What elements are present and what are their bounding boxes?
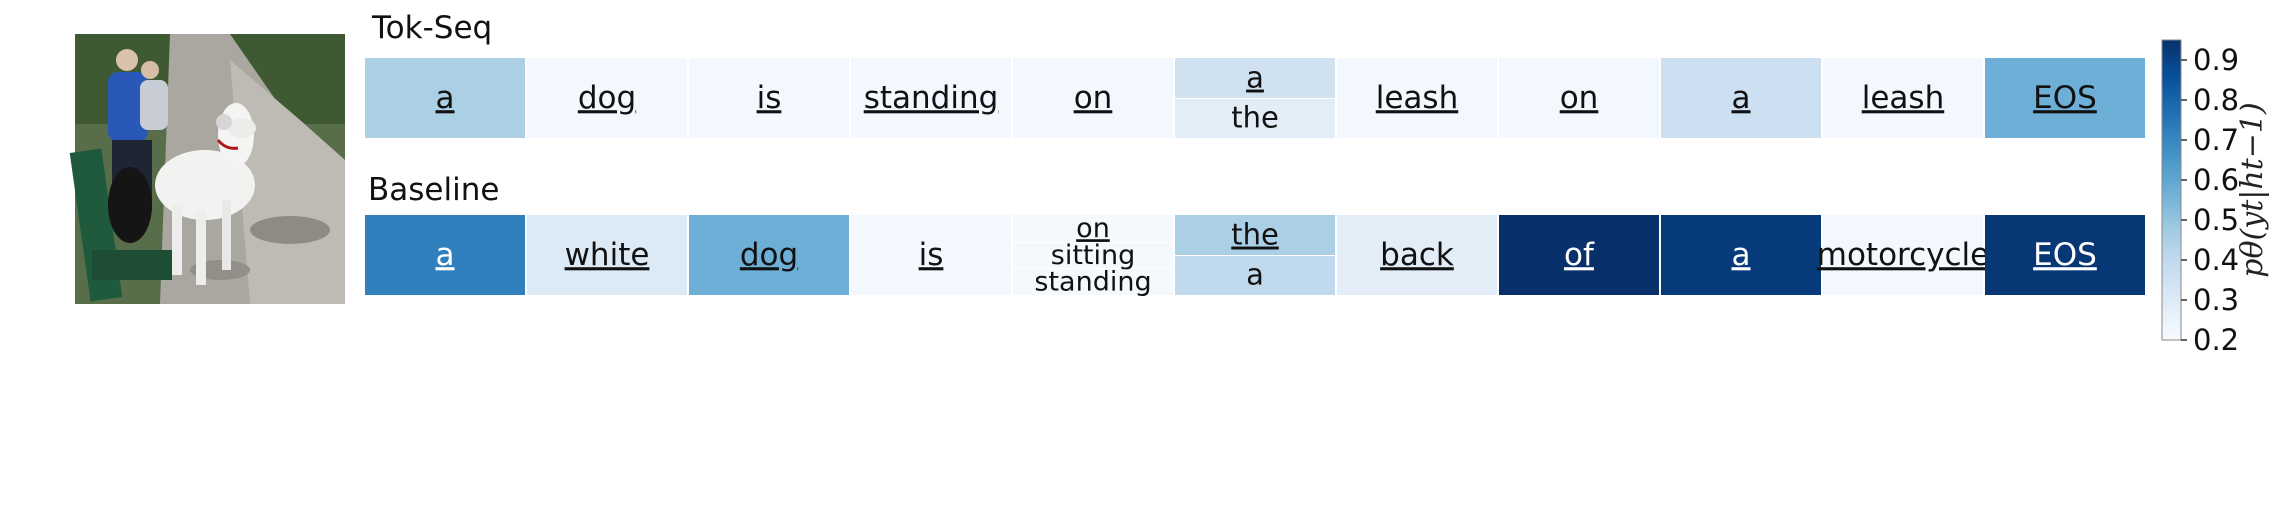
token-label: sitting (1051, 240, 1136, 271)
colorbar: 0.9 0.8 0.7 0.6 0.5 0.4 0.3 0.2 pθ(yt|ht−1) (2161, 39, 2270, 357)
token-cell (527, 215, 687, 295)
token-label: motorcycle (1817, 237, 1989, 273)
token-label: a (1246, 61, 1264, 95)
token-label: the (1231, 101, 1279, 135)
token-cell (1337, 58, 1497, 138)
token-label: a (1732, 237, 1751, 273)
token-label: dog (740, 237, 798, 273)
token-cell (1013, 242, 1173, 269)
token-label: a (436, 80, 455, 116)
row-title-baseline: Baseline (368, 172, 499, 208)
token-label: a (1246, 258, 1264, 292)
token-label: EOS (2033, 80, 2097, 116)
token-cell (1499, 215, 1659, 295)
colorbar-tick-label: 0.5 (2193, 203, 2239, 237)
colorbar-ticks: 0.9 0.8 0.7 0.6 0.5 0.4 0.3 0.2 (2181, 43, 2239, 357)
colorbar-gradient (2161, 39, 2182, 341)
token-label: is (919, 237, 944, 273)
token-cell (365, 58, 525, 138)
token-cell (1013, 58, 1173, 138)
token-label: white (565, 237, 650, 273)
colorbar-tick-label: 0.4 (2193, 243, 2239, 277)
token-cell (527, 58, 687, 138)
token-label: on (1074, 80, 1113, 116)
token-label: of (1564, 237, 1595, 273)
token-cell (1661, 215, 1821, 295)
token-cell (1823, 215, 1983, 295)
token-cell (1175, 215, 1335, 255)
colorbar-tick-label: 0.9 (2193, 43, 2239, 77)
token-cell (1013, 269, 1173, 295)
input-image (69, 34, 345, 304)
token-cell (1013, 215, 1173, 242)
token-cell (1823, 58, 1983, 138)
token-label: back (1380, 237, 1454, 273)
row-title-tok-seq: Tok-Seq (371, 10, 492, 46)
token-label: on (1560, 80, 1599, 116)
colorbar-tick-label: 0.3 (2193, 283, 2239, 317)
token-label: the (1231, 218, 1279, 252)
colorbar-label: pθ(yt|ht−1) (2235, 102, 2270, 277)
token-cell (1175, 256, 1335, 295)
token-cell (1985, 58, 2145, 138)
colorbar-tick-label: 0.8 (2193, 83, 2239, 117)
token-label: leash (1862, 80, 1944, 116)
token-label: on (1076, 213, 1110, 244)
token-label: a (436, 237, 455, 273)
token-label: dog (578, 80, 636, 116)
token-label: leash (1376, 80, 1458, 116)
token-cell (365, 215, 525, 295)
token-cell (689, 215, 849, 295)
token-cell (689, 58, 849, 138)
colorbar-tick-label: 0.6 (2193, 163, 2239, 197)
colorbar-tick-label: 0.2 (2193, 323, 2239, 357)
token-cell (1499, 58, 1659, 138)
token-cell (1175, 58, 1335, 98)
token-cell (851, 215, 1011, 295)
token-label: standing (1034, 267, 1151, 298)
colorbar-tick-label: 0.7 (2193, 123, 2239, 157)
token-cell (1175, 99, 1335, 138)
token-cell (1337, 215, 1497, 295)
token-cell (1661, 58, 1821, 138)
token-label: EOS (2033, 237, 2097, 273)
token-cell (1985, 215, 2145, 295)
token-label: is (757, 80, 782, 116)
token-label: standing (864, 80, 999, 116)
token-cell (851, 58, 1011, 138)
token-label: a (1732, 80, 1751, 116)
